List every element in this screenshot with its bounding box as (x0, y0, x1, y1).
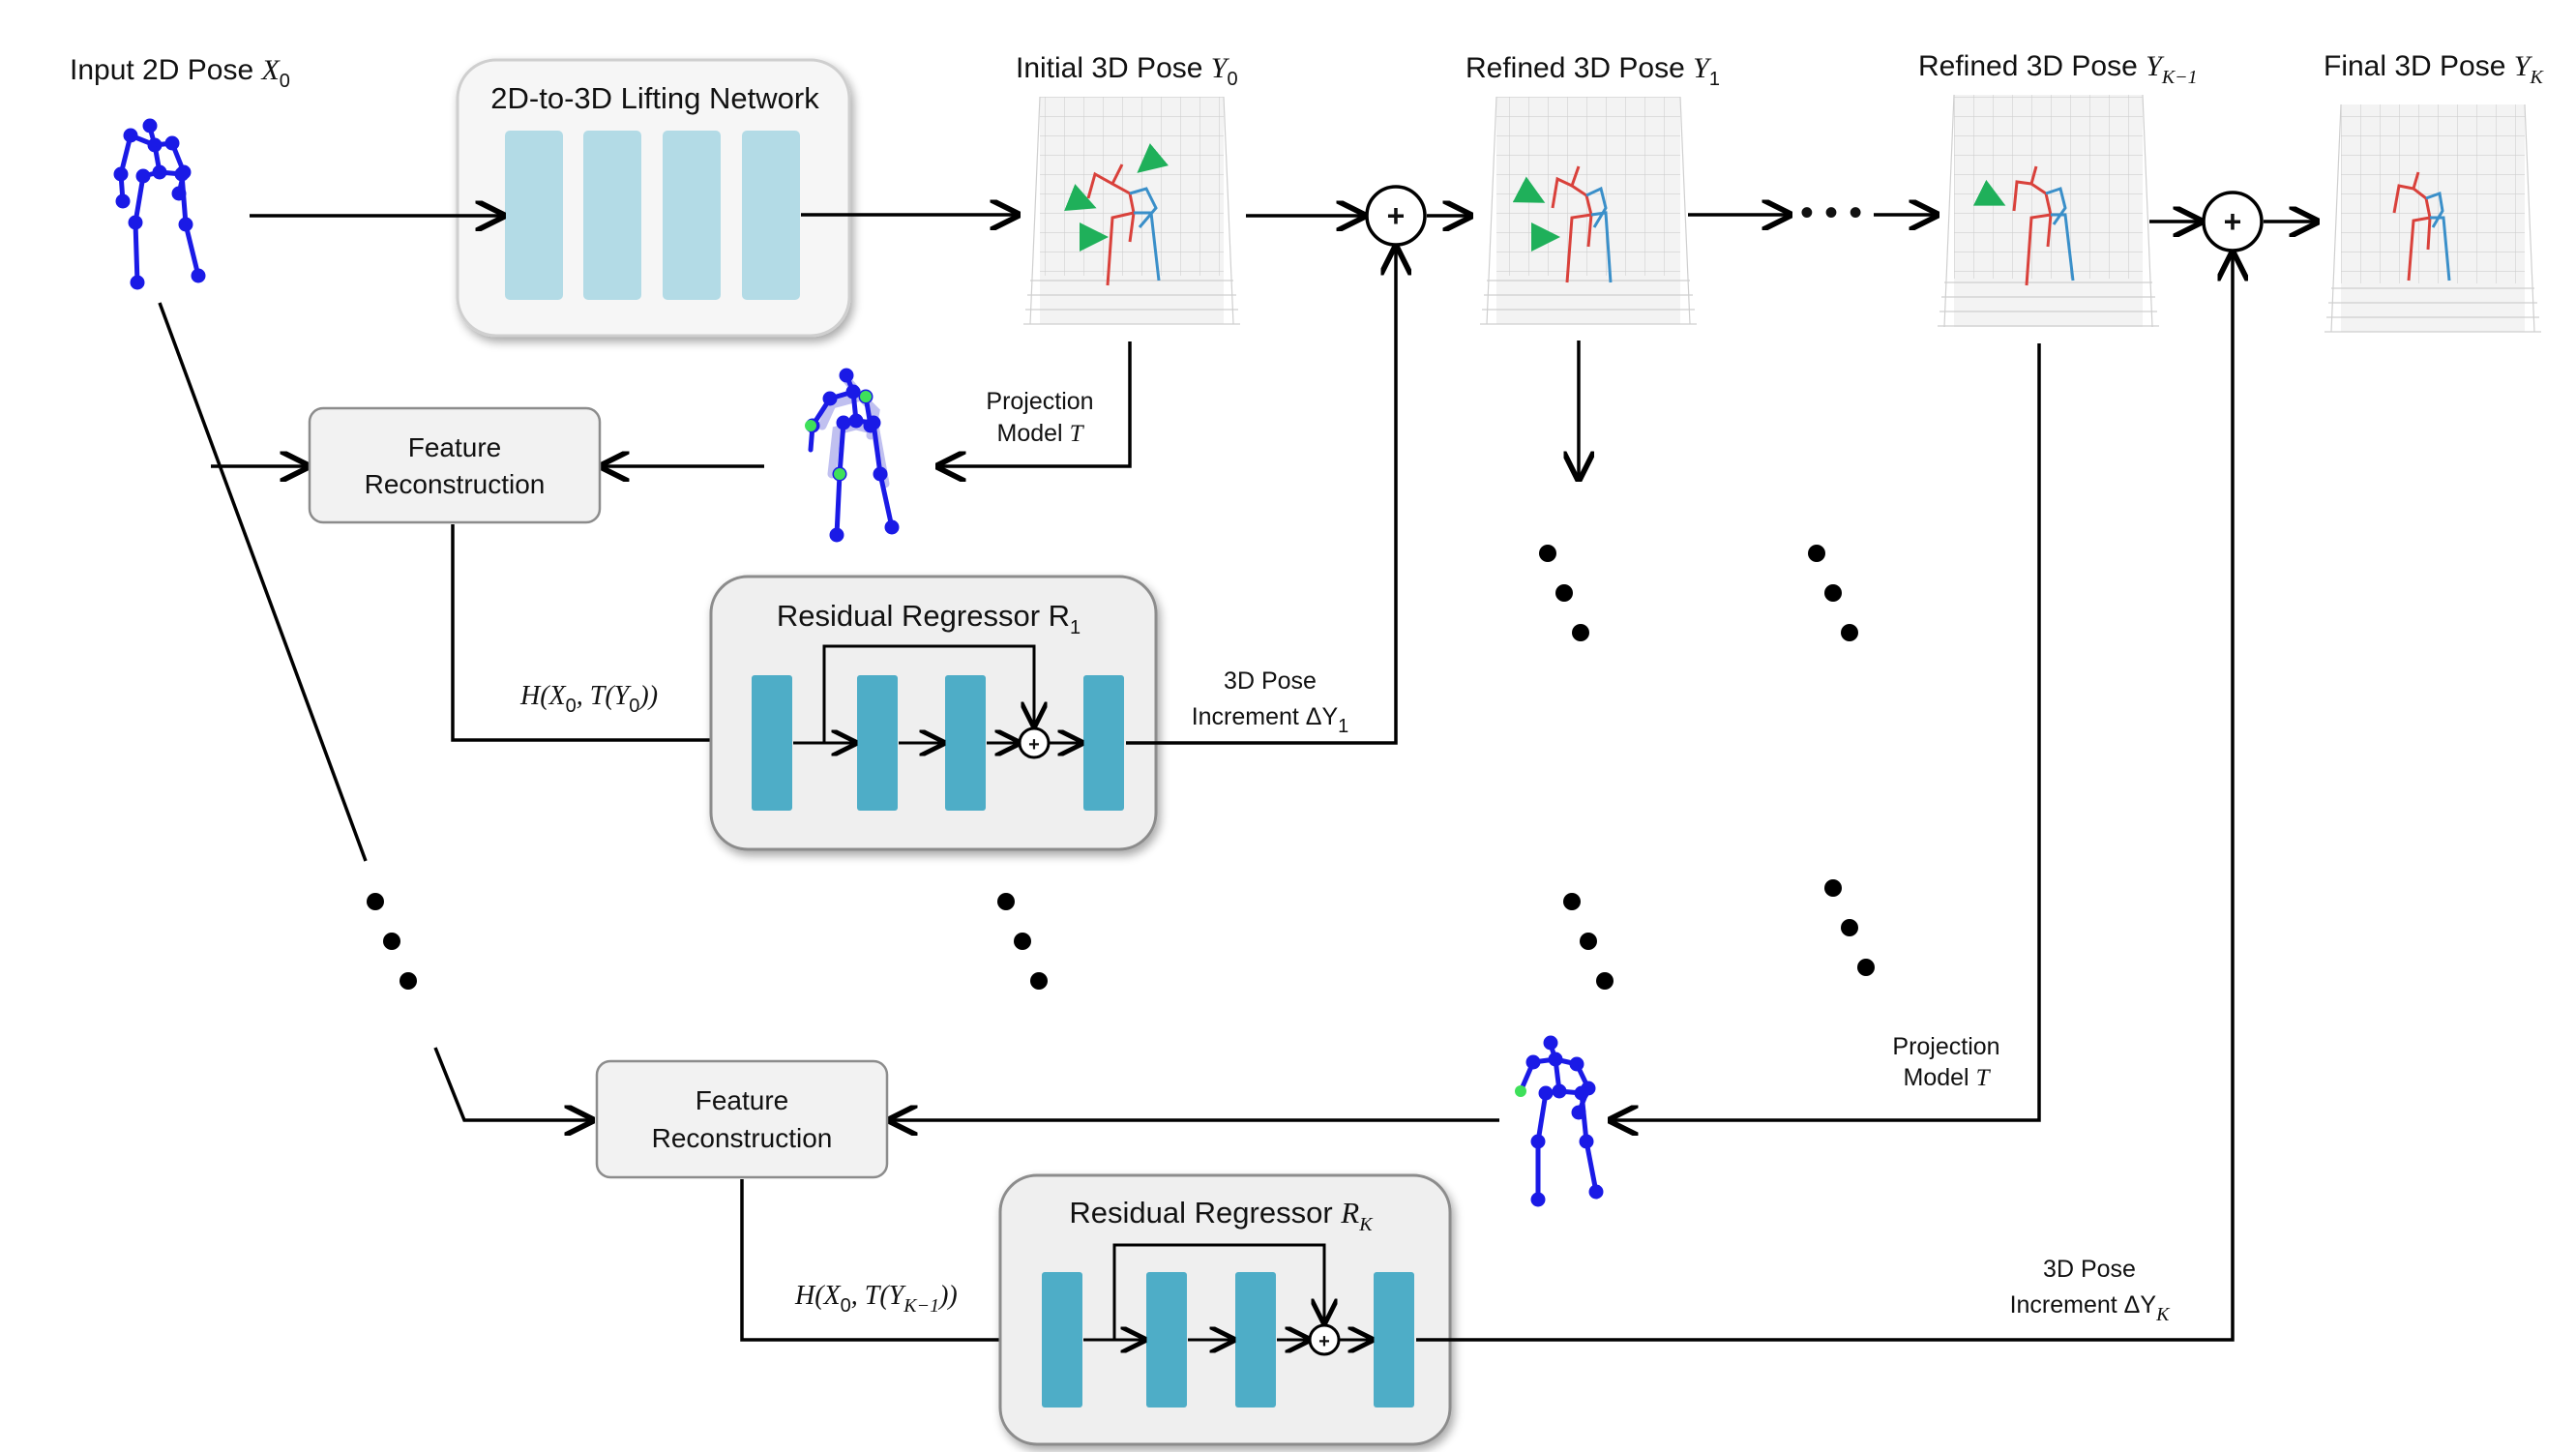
initial-pose-label: Initial 3D Pose Y0 (1016, 52, 1238, 90)
arrow-increment-k (1416, 253, 2233, 1342)
regressor-k-layer (1146, 1272, 1187, 1408)
residual-regressor-1-title: Residual Regressor R1 (777, 599, 1081, 638)
projection-2-line2: Model T (1904, 1064, 1992, 1091)
projection-2-line1: Projection (1892, 1033, 1999, 1060)
final-pose-label: Final 3D Pose YK (2324, 50, 2544, 88)
svg-text:+: + (1028, 734, 1040, 756)
projected-2d-skeleton-k (1515, 1035, 1604, 1207)
refined-pose-1-label: Refined 3D Pose Y1 (1466, 52, 1720, 90)
regressor-1-layer (1083, 675, 1124, 811)
projection-1-line2: Model T (997, 420, 1085, 447)
lifting-layer-block (505, 131, 563, 300)
arrow-projection-k (1611, 343, 2041, 1120)
regressor-1-layer (945, 675, 986, 811)
feature-reconstruction-2-line1: Feature (696, 1085, 789, 1115)
regressor-k-layer (1235, 1272, 1276, 1408)
h-expression-1: H(X0, T(Y0)) (519, 681, 658, 717)
continuation-dots (367, 545, 1875, 990)
residual-regressor-1-box (709, 575, 1158, 851)
final-3d-pose-plot (2324, 104, 2541, 333)
residual-regressor-k-title: Residual Regressor RK (1069, 1196, 1374, 1235)
initial-3d-pose-plot (1023, 96, 1240, 325)
refined-3d-pose-k1-plot (1938, 94, 2159, 328)
refined-pose-k1-label: Refined 3D Pose YK−1 (1918, 50, 2198, 88)
highlight-arrow (1512, 176, 1546, 203)
feature-reconstruction-1-line2: Reconstruction (365, 469, 546, 499)
input-2d-skeleton (113, 118, 206, 290)
regressor-k-layer (1374, 1272, 1414, 1408)
regressor-1-layer (857, 675, 898, 811)
lifting-layer-block (663, 131, 721, 300)
arrow-input-to-feature-k (433, 1047, 592, 1120)
highlight-arrow (1137, 143, 1170, 173)
regressor-k-layer (1042, 1272, 1082, 1408)
sum-node-1: + (1365, 185, 1427, 247)
increment-1-line1: 3D Pose (1224, 667, 1317, 695)
increment-k-line1: 3D Pose (2043, 1256, 2136, 1283)
lifting-network: 2D-to-3D Lifting Network (456, 58, 851, 338)
highlight-arrow (1972, 179, 2006, 206)
lifting-layer-block (583, 131, 641, 300)
arrow-feature-to-regressor-1 (451, 524, 745, 740)
feature-reconstruction-2-line2: Reconstruction (652, 1123, 833, 1153)
projected-2d-skeleton-1 (805, 368, 900, 543)
skip-connection-1 (822, 644, 1034, 743)
arrow-feature-to-regressor-k (740, 1179, 1035, 1340)
lifting-layer-block (742, 131, 800, 300)
regressor-1-sum: + (1018, 726, 1051, 759)
svg-text:+: + (2224, 204, 2242, 239)
residual-regressor-k-box (998, 1173, 1452, 1446)
feature-reconstruction-2-box (595, 1059, 889, 1179)
lifting-network-title: 2D-to-3D Lifting Network (490, 81, 819, 115)
input-branch-line (158, 302, 368, 862)
feature-reconstruction-1-box (308, 406, 602, 524)
regressor-k-sum: + (1308, 1323, 1341, 1356)
svg-text:+: + (1318, 1331, 1330, 1352)
skip-connection-k (1112, 1243, 1324, 1340)
arrow-projection-1 (938, 341, 1132, 466)
feature-reconstruction-1-line1: Feature (408, 432, 502, 462)
highlight-arrow (1064, 184, 1097, 212)
h-expression-k: H(X0, T(YK−1)) (794, 1281, 958, 1317)
svg-text:+: + (1387, 198, 1406, 233)
projection-1-line1: Projection (986, 388, 1093, 415)
input-pose-label: Input 2D Pose X0 (70, 54, 290, 92)
refined-3d-pose-1-plot (1480, 96, 1697, 325)
arrow-increment-1 (1126, 248, 1396, 745)
sum-node-k: + (2202, 191, 2264, 252)
ellipsis-top: • • • (1800, 192, 1862, 234)
regressor-1-layer (752, 675, 792, 811)
increment-k-line2: Increment ΔYK (2010, 1291, 2171, 1325)
increment-1-line2: Increment ΔY1 (1192, 703, 1349, 737)
